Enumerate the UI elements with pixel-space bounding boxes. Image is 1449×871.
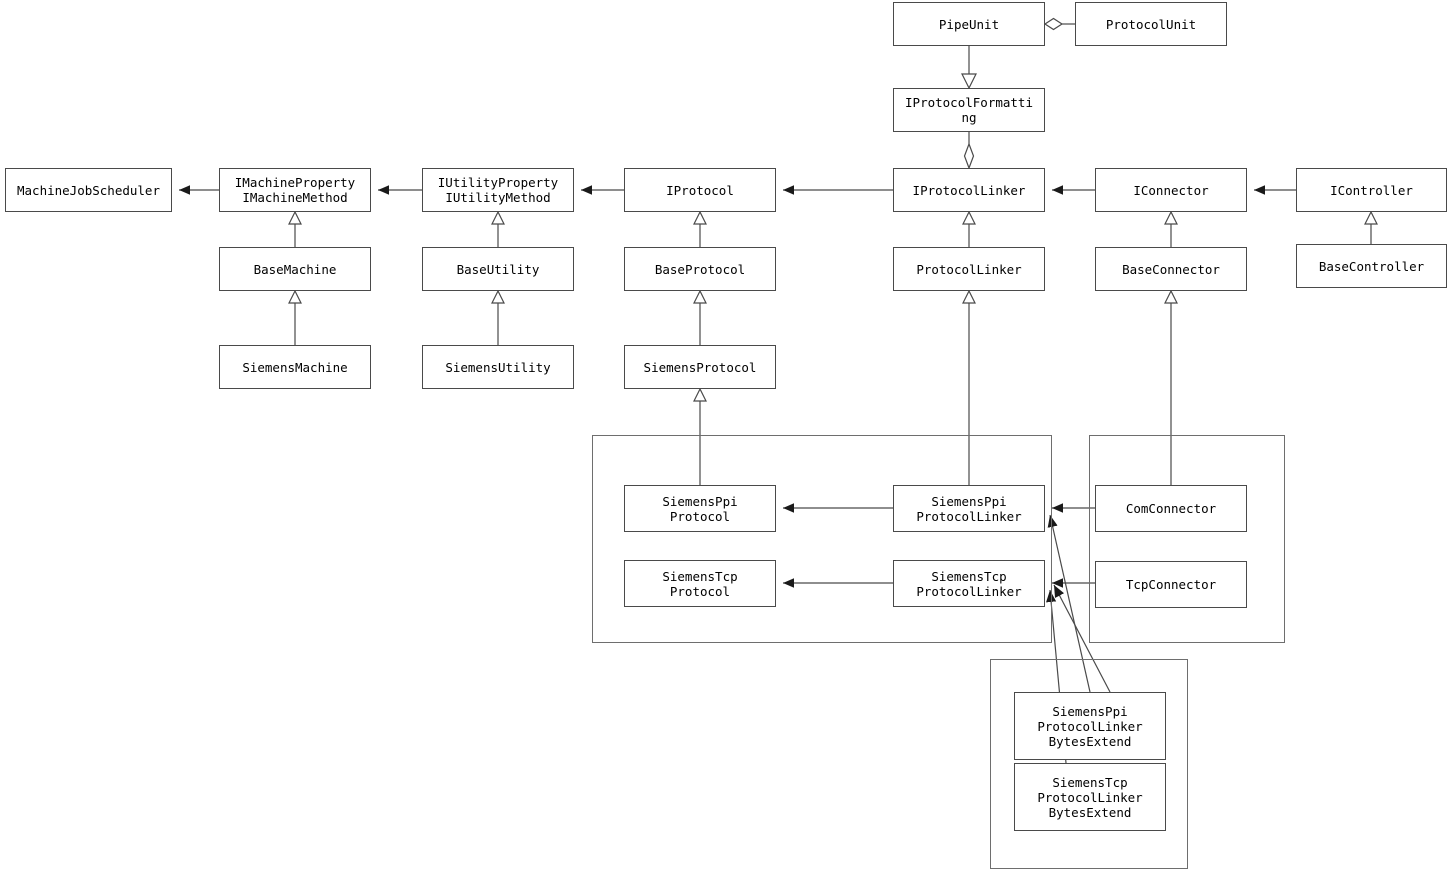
triangle-siemensPpiLinker-protocolLinker <box>962 289 976 304</box>
triangle-siemensUtility-baseUtility <box>491 289 505 304</box>
class-box-siemens-ppi-protocol[interactable]: SiemensPpi Protocol <box>624 485 776 532</box>
diamond-iProtocolFormatting-iProtocolLinker <box>963 142 975 170</box>
triangle-baseController-iController <box>1364 210 1378 225</box>
triangle-siemensPpiProtocol-siemensProtocol <box>693 387 707 402</box>
triangle-baseMachine-iMachine <box>288 210 302 225</box>
class-box-icontroller[interactable]: IController <box>1296 168 1447 212</box>
class-box-siemens-tcp-protocol-linker-bytes-extend[interactable]: SiemensTcp ProtocolLinker BytesExtend <box>1014 763 1166 831</box>
group-siemens-protocol <box>592 435 1052 643</box>
class-box-protocol-linker[interactable]: ProtocolLinker <box>893 247 1045 291</box>
class-box-siemens-tcp-protocol-linker[interactable]: SiemensTcp ProtocolLinker <box>893 560 1045 607</box>
class-box-com-connector[interactable]: ComConnector <box>1095 485 1247 532</box>
triangle-comConnector-baseConnector <box>1164 289 1178 304</box>
class-box-siemens-utility[interactable]: SiemensUtility <box>422 345 574 389</box>
class-box-iprotocol-formatting[interactable]: IProtocolFormatti ng <box>893 88 1045 132</box>
triangle-protocolLinker-iProtocolLinker <box>962 210 976 225</box>
class-box-iconnector[interactable]: IConnector <box>1095 168 1247 212</box>
class-box-siemens-tcp-protocol[interactable]: SiemensTcp Protocol <box>624 560 776 607</box>
class-box-iprotocol-linker[interactable]: IProtocolLinker <box>893 168 1045 212</box>
triangle-baseProtocol-iProtocol <box>693 210 707 225</box>
class-box-protocol-unit[interactable]: ProtocolUnit <box>1075 2 1227 46</box>
class-box-siemens-protocol[interactable]: SiemensProtocol <box>624 345 776 389</box>
triangle-siemensMachine-baseMachine <box>288 289 302 304</box>
class-box-machine-job-scheduler[interactable]: MachineJobScheduler <box>5 168 172 212</box>
class-box-iprotocol[interactable]: IProtocol <box>624 168 776 212</box>
class-box-tcp-connector[interactable]: TcpConnector <box>1095 561 1247 608</box>
class-box-siemens-ppi-protocol-linker-bytes-extend[interactable]: SiemensPpi ProtocolLinker BytesExtend <box>1014 692 1166 760</box>
class-box-imachine-property-method[interactable]: IMachineProperty IMachineMethod <box>219 168 371 212</box>
diamond-protocolUnit-pipeUnit <box>1043 17 1064 31</box>
class-box-siemens-ppi-protocol-linker[interactable]: SiemensPpi ProtocolLinker <box>893 485 1045 532</box>
class-box-siemens-machine[interactable]: SiemensMachine <box>219 345 371 389</box>
class-box-base-connector[interactable]: BaseConnector <box>1095 247 1247 291</box>
group-connector <box>1089 435 1285 643</box>
triangle-pipeUnit-iProtocolFormatting <box>961 73 977 90</box>
triangle-baseUtility-iUtility <box>491 210 505 225</box>
triangle-baseConnector-iConnector <box>1164 210 1178 225</box>
class-box-pipe-unit[interactable]: PipeUnit <box>893 2 1045 46</box>
triangle-siemensProtocol-baseProtocol <box>693 289 707 304</box>
class-box-base-utility[interactable]: BaseUtility <box>422 247 574 291</box>
group-bytes-extend <box>990 659 1188 869</box>
class-box-base-protocol[interactable]: BaseProtocol <box>624 247 776 291</box>
class-box-base-machine[interactable]: BaseMachine <box>219 247 371 291</box>
class-box-iutility-property-method[interactable]: IUtilityProperty IUtilityMethod <box>422 168 574 212</box>
class-box-base-controller[interactable]: BaseController <box>1296 244 1447 288</box>
